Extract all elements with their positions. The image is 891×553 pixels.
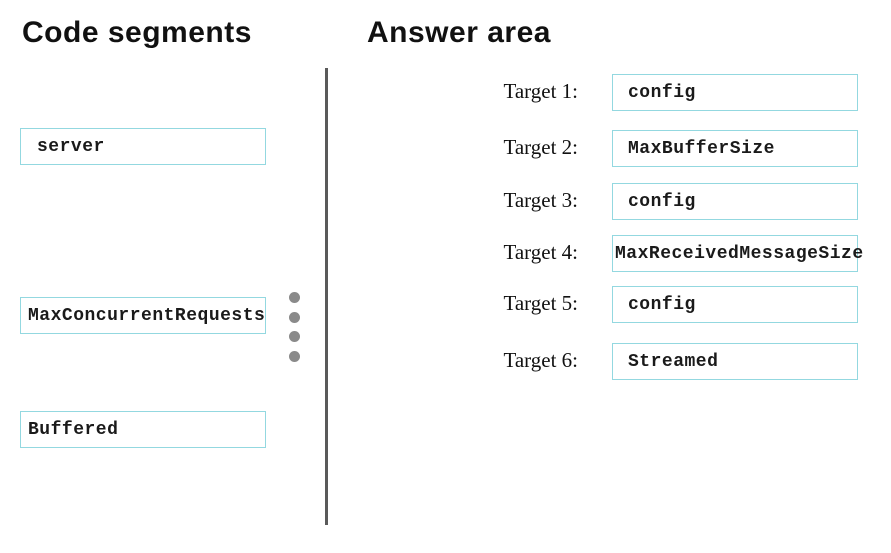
code-segment-maxconcurrentrequests[interactable]: MaxConcurrentRequests	[20, 297, 266, 334]
code-segment-buffered[interactable]: Buffered	[20, 411, 266, 448]
target-5-dropbox[interactable]: config	[612, 286, 858, 323]
drag-handle-dot-icon	[289, 312, 300, 323]
target-3-dropbox[interactable]: config	[612, 183, 858, 220]
drag-handle-dot-icon	[289, 351, 300, 362]
answer-area-title: Answer area	[367, 16, 551, 49]
drag-handle-dot-icon	[289, 331, 300, 342]
target-5-label: Target 5:	[503, 291, 578, 315]
target-4-label: Target 4:	[503, 240, 578, 264]
target-1-label: Target 1:	[503, 79, 578, 103]
drag-handle-dot-icon	[289, 292, 300, 303]
target-1-dropbox[interactable]: config	[612, 74, 858, 111]
target-2-dropbox[interactable]: MaxBufferSize	[612, 130, 858, 167]
code-segment-server[interactable]: server	[20, 128, 266, 165]
target-6-dropbox[interactable]: Streamed	[612, 343, 858, 380]
code-segments-title: Code segments	[22, 16, 252, 49]
target-3-label: Target 3:	[503, 188, 578, 212]
target-2-label: Target 2:	[503, 135, 578, 159]
target-4-dropbox[interactable]: MaxReceivedMessageSize	[612, 235, 863, 272]
panel-divider	[325, 68, 328, 525]
target-6-label: Target 6:	[503, 348, 578, 372]
